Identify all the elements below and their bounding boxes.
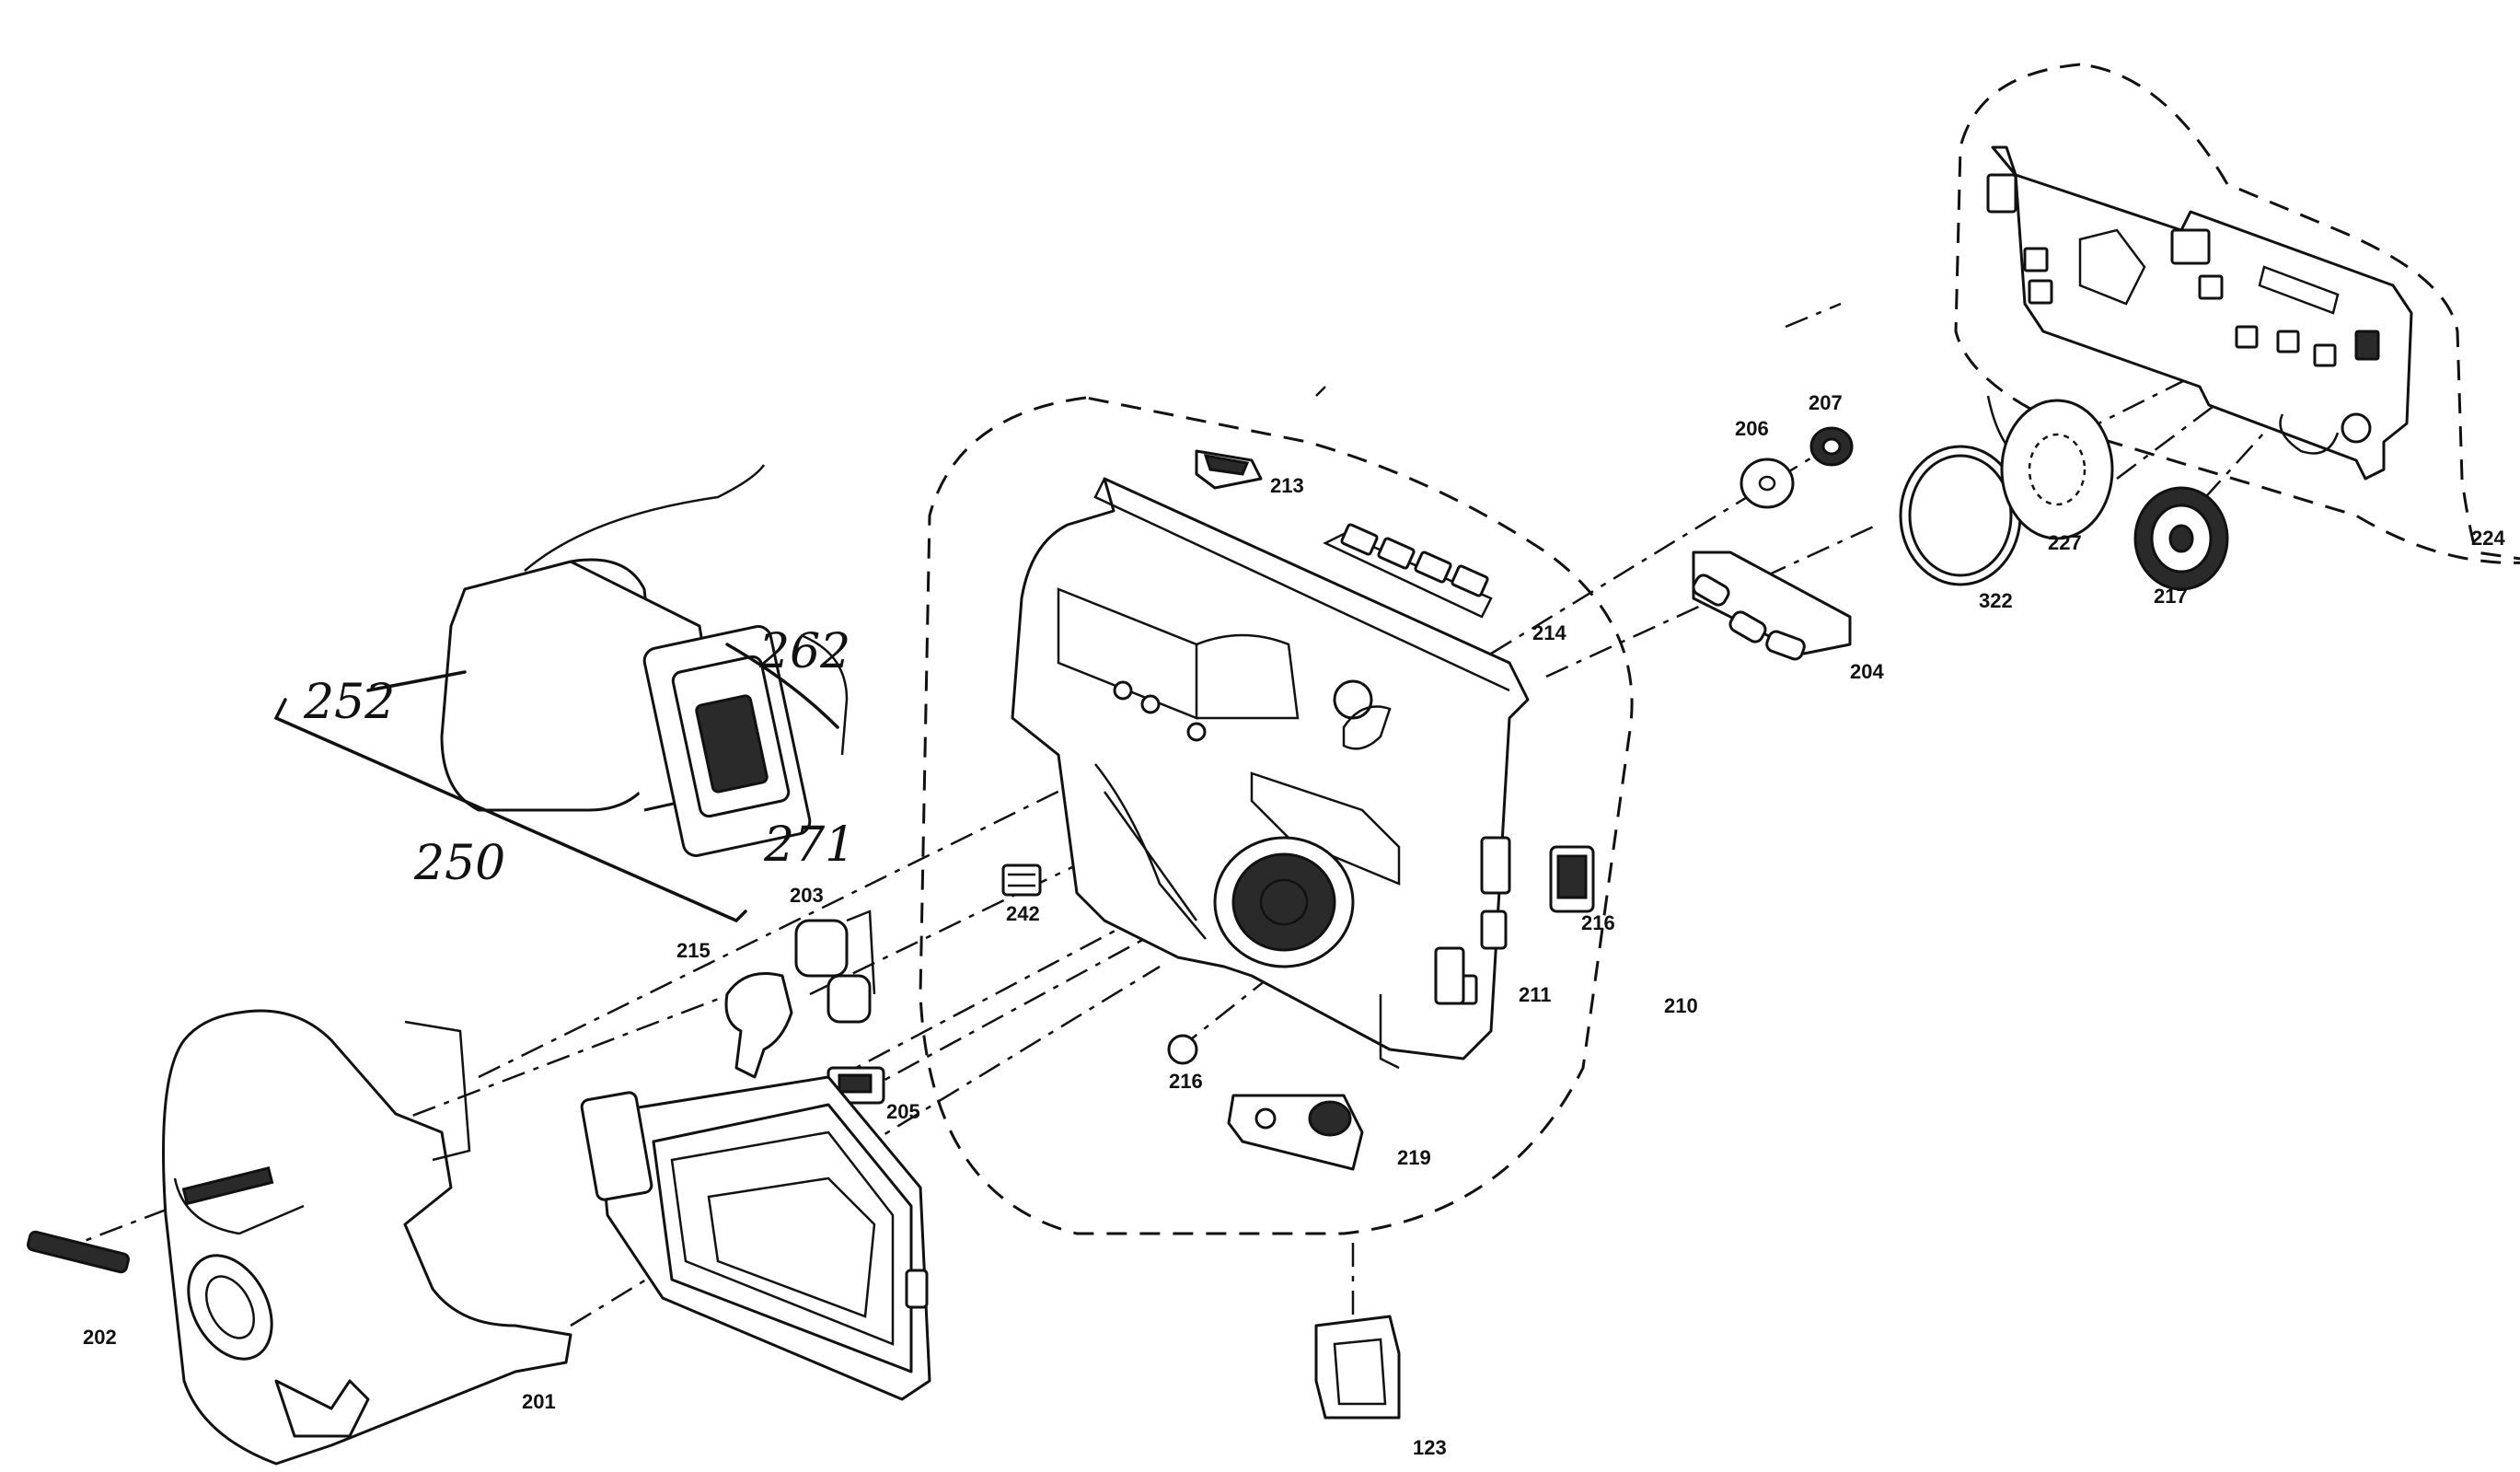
label-215: 215 bbox=[676, 939, 711, 962]
leader-252 bbox=[366, 670, 467, 692]
lcd-panel bbox=[580, 1075, 931, 1401]
part-202 bbox=[26, 1230, 131, 1274]
label-224: 224 bbox=[2471, 527, 2505, 550]
part-322-ring bbox=[1899, 445, 2022, 586]
part-211 bbox=[1434, 946, 1465, 1005]
part-219 bbox=[1227, 1094, 1364, 1171]
part-123 bbox=[1314, 1315, 1401, 1420]
group-210-outline bbox=[919, 396, 1634, 1235]
part-217-gear bbox=[2133, 486, 2229, 591]
label-207: 207 bbox=[1809, 391, 1843, 414]
part-213 bbox=[1195, 449, 1263, 490]
label-123: 123 bbox=[1413, 1436, 1447, 1459]
label-322: 322 bbox=[1979, 589, 2013, 612]
part-201-front-cover bbox=[162, 1009, 572, 1466]
label-210: 210 bbox=[1664, 994, 1698, 1017]
part-203 bbox=[794, 910, 876, 1024]
label-250: 250 bbox=[413, 836, 505, 891]
group-224-outline bbox=[1954, 63, 2520, 564]
label-216-side: 216 bbox=[1581, 911, 1615, 934]
label-227: 227 bbox=[2048, 531, 2082, 554]
label-204: 204 bbox=[1850, 660, 1884, 683]
label-203: 203 bbox=[790, 884, 824, 907]
label-217: 217 bbox=[2154, 585, 2188, 608]
part-215 bbox=[724, 972, 793, 1079]
leader-262 bbox=[725, 643, 839, 729]
label-242: 242 bbox=[1006, 902, 1040, 925]
label-271: 271 bbox=[763, 817, 855, 873]
part-216-side bbox=[1549, 845, 1595, 913]
part-206 bbox=[1740, 458, 1795, 509]
part-207 bbox=[1809, 426, 1854, 467]
part-210-main-chassis bbox=[1011, 477, 1530, 1070]
label-201: 201 bbox=[522, 1390, 556, 1413]
label-214: 214 bbox=[1532, 621, 1566, 644]
part-204 bbox=[1692, 551, 1852, 661]
bracket-250 bbox=[273, 698, 747, 923]
part-227-disc bbox=[1986, 395, 2114, 540]
label-262: 262 bbox=[758, 624, 850, 679]
part-252-viewfinder bbox=[440, 464, 849, 857]
part-216-cap bbox=[1167, 1034, 1198, 1065]
label-202: 202 bbox=[83, 1326, 117, 1349]
part-242 bbox=[1001, 863, 1042, 897]
label-205: 205 bbox=[886, 1100, 920, 1123]
label-252: 252 bbox=[303, 675, 395, 730]
label-211: 211 bbox=[1519, 983, 1552, 1006]
label-213: 213 bbox=[1270, 474, 1304, 497]
part-224-circuit-board bbox=[1986, 145, 2413, 481]
label-216-cap: 216 bbox=[1169, 1070, 1203, 1093]
label-206: 206 bbox=[1735, 417, 1769, 440]
label-219: 219 bbox=[1397, 1146, 1431, 1169]
